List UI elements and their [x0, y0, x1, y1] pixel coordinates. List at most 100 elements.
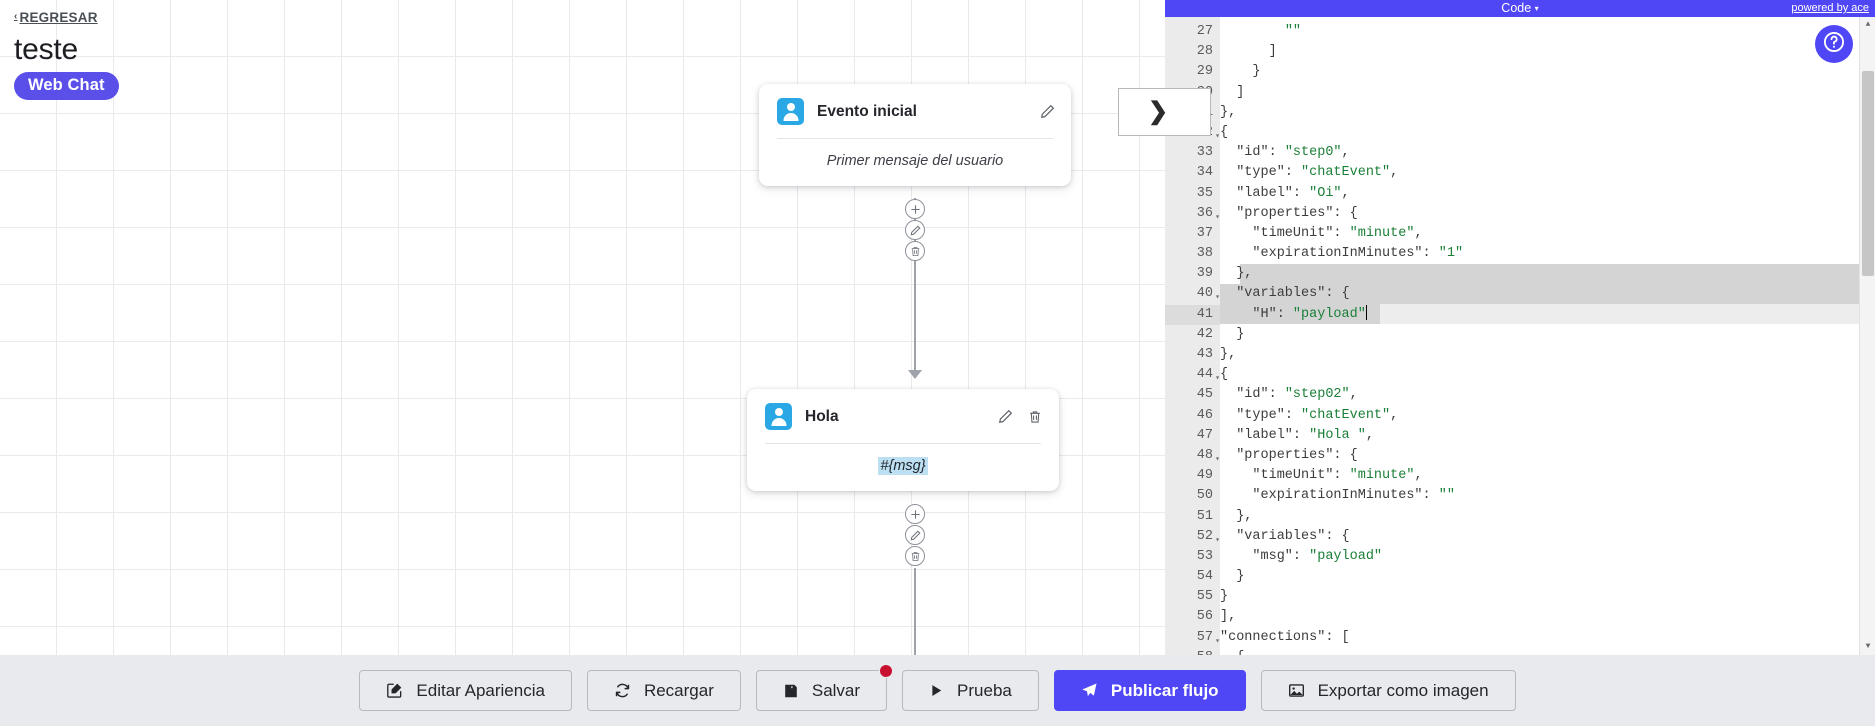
code-line[interactable]: }, [1220, 104, 1237, 120]
code-line[interactable]: "H": "payload" [1252, 304, 1367, 322]
line-number: 56 [1196, 609, 1213, 625]
code-text-area[interactable]: "" ] } ]}, { "id": "step0", "type": "chat… [1220, 17, 1859, 655]
code-mode-label: Code [1501, 1, 1532, 15]
pencil-icon[interactable] [905, 220, 925, 240]
fold-toggle-icon[interactable]: ▾ [1215, 652, 1220, 655]
scroll-up-icon[interactable]: ▲ [1860, 17, 1875, 33]
line-number: 37 [1196, 225, 1213, 241]
code-line[interactable]: "properties": { [1236, 447, 1358, 463]
pencil-icon[interactable] [1039, 104, 1055, 120]
flow-header: ‹REGRESAR teste Web Chat [14, 6, 119, 100]
trash-icon[interactable] [905, 241, 925, 261]
pencil-icon[interactable] [997, 409, 1013, 425]
edit-appearance-button[interactable]: Editar Apariencia [359, 670, 572, 711]
code-line[interactable]: { [1220, 648, 1859, 655]
connector-line-2 [914, 568, 916, 655]
fold-toggle-icon[interactable]: ▾ [1215, 131, 1220, 141]
code-line[interactable]: "variables": { [1236, 528, 1350, 544]
code-line[interactable]: "type": "chatEvent", [1236, 407, 1399, 423]
fold-toggle-icon[interactable]: ▾ [1215, 212, 1220, 222]
scroll-down-icon[interactable]: ▼ [1860, 639, 1875, 655]
flow-canvas[interactable]: ‹REGRESAR teste Web Chat Evento inicial … [0, 0, 1165, 655]
code-fold-popup[interactable]: ❯ [1118, 88, 1211, 136]
code-line[interactable]: "expirationInMinutes": "1" [1252, 246, 1464, 262]
plus-icon[interactable] [905, 199, 925, 219]
line-number: 41 [1165, 304, 1220, 325]
code-line[interactable]: "id": "step0", [1236, 145, 1350, 161]
code-line[interactable]: "label": "Oi", [1236, 185, 1350, 201]
code-line[interactable]: }, [1220, 508, 1253, 524]
code-line[interactable]: } [1220, 569, 1245, 585]
code-line[interactable]: }, [1220, 347, 1237, 362]
code-scrollbar-thumb[interactable] [1862, 71, 1874, 276]
image-icon [1288, 682, 1305, 699]
code-editor-panel[interactable]: Code ▾ powered by ace 272829303132▾33343… [1165, 0, 1875, 655]
plus-icon[interactable] [905, 504, 925, 524]
code-line[interactable]: "connections": [ [1220, 629, 1350, 645]
save-button[interactable]: Salvar [755, 664, 894, 711]
fold-toggle-icon[interactable]: ▾ [1215, 374, 1220, 384]
line-number: 53 [1196, 548, 1213, 564]
fold-toggle-icon[interactable]: ▾ [1215, 454, 1220, 464]
line-number: 39 [1196, 266, 1213, 282]
code-mode-selector[interactable]: Code ▾ [1165, 0, 1875, 17]
line-number: 36▾ [1165, 204, 1220, 224]
code-line[interactable]: "msg": "payload" [1252, 548, 1383, 564]
line-number: 51 [1196, 508, 1213, 524]
line-number: 42 [1196, 326, 1213, 342]
code-line[interactable]: "variables": { [1236, 286, 1350, 302]
code-line[interactable]: "" [1284, 24, 1302, 39]
code-line[interactable]: { [1220, 124, 1229, 140]
powered-by-link[interactable]: powered by ace [1791, 2, 1869, 14]
publish-flow-button[interactable]: Publicar flujo [1053, 670, 1246, 711]
code-line[interactable]: "type": "chatEvent", [1236, 165, 1399, 181]
line-number: 29 [1196, 64, 1213, 80]
code-editor-topbar: Code ▾ powered by ace [1165, 0, 1875, 17]
code-line[interactable]: "expirationInMinutes": "" [1252, 488, 1455, 504]
trash-icon[interactable] [1027, 409, 1043, 425]
node-header: Evento inicial [759, 84, 1071, 138]
line-number: 35 [1196, 185, 1213, 201]
fold-toggle-icon[interactable]: ▾ [1215, 293, 1220, 303]
fold-toggle-icon[interactable]: ▾ [1215, 535, 1220, 545]
code-line[interactable]: "id": "step02", [1236, 387, 1358, 403]
export-image-button[interactable]: Exportar como imagen [1260, 670, 1516, 711]
code-line[interactable]: } [1220, 64, 1261, 80]
code-line[interactable]: ] [1220, 44, 1277, 60]
node-card-hola[interactable]: Hola #{msg} [747, 389, 1059, 491]
line-number: 54 [1196, 569, 1213, 585]
help-button[interactable] [1815, 25, 1853, 63]
code-line[interactable]: "timeUnit": "minute", [1252, 225, 1423, 241]
back-link[interactable]: ‹REGRESAR [14, 10, 98, 25]
button-label: Prueba [957, 680, 1012, 700]
line-number: 40▾ [1165, 284, 1220, 304]
fold-toggle-icon[interactable]: ▾ [1215, 636, 1220, 646]
code-line[interactable]: } [1220, 589, 1229, 605]
connector-arrow-1 [908, 370, 922, 379]
node-card-evento-inicial[interactable]: Evento inicial Primer mensaje del usuari… [759, 84, 1071, 186]
code-line[interactable]: } [1220, 326, 1245, 342]
code-line[interactable]: "timeUnit": "minute", [1252, 468, 1423, 484]
code-line[interactable]: { [1220, 367, 1229, 383]
node-body-text: Primer mensaje del usuario [826, 153, 1004, 169]
channel-badge: Web Chat [14, 72, 119, 100]
chevron-right-icon[interactable]: ❯ [1148, 98, 1169, 125]
refresh-icon [614, 682, 631, 699]
code-scrollbar[interactable]: ▲ ▼ [1859, 17, 1875, 655]
node-title: Evento inicial [817, 102, 917, 120]
reload-button[interactable]: Recargar [586, 670, 741, 711]
trash-icon[interactable] [905, 546, 925, 566]
line-number: 46 [1196, 407, 1213, 423]
code-editor-body[interactable]: 272829303132▾33343536▾37383940▾41424344▾… [1165, 17, 1875, 655]
code-line[interactable]: ], [1220, 609, 1237, 625]
test-button[interactable]: Prueba [902, 670, 1039, 711]
code-line[interactable]: ] [1220, 84, 1245, 100]
pencil-icon[interactable] [905, 525, 925, 545]
code-line[interactable]: "properties": { [1236, 205, 1358, 221]
code-line[interactable]: "label": "Hola ", [1236, 427, 1374, 443]
line-number: 49 [1196, 468, 1213, 484]
code-line[interactable]: }, [1220, 266, 1253, 282]
node-body: Primer mensaje del usuario [759, 139, 1071, 186]
button-label: Editar Apariencia [416, 680, 545, 700]
node-tools-2 [905, 504, 925, 566]
